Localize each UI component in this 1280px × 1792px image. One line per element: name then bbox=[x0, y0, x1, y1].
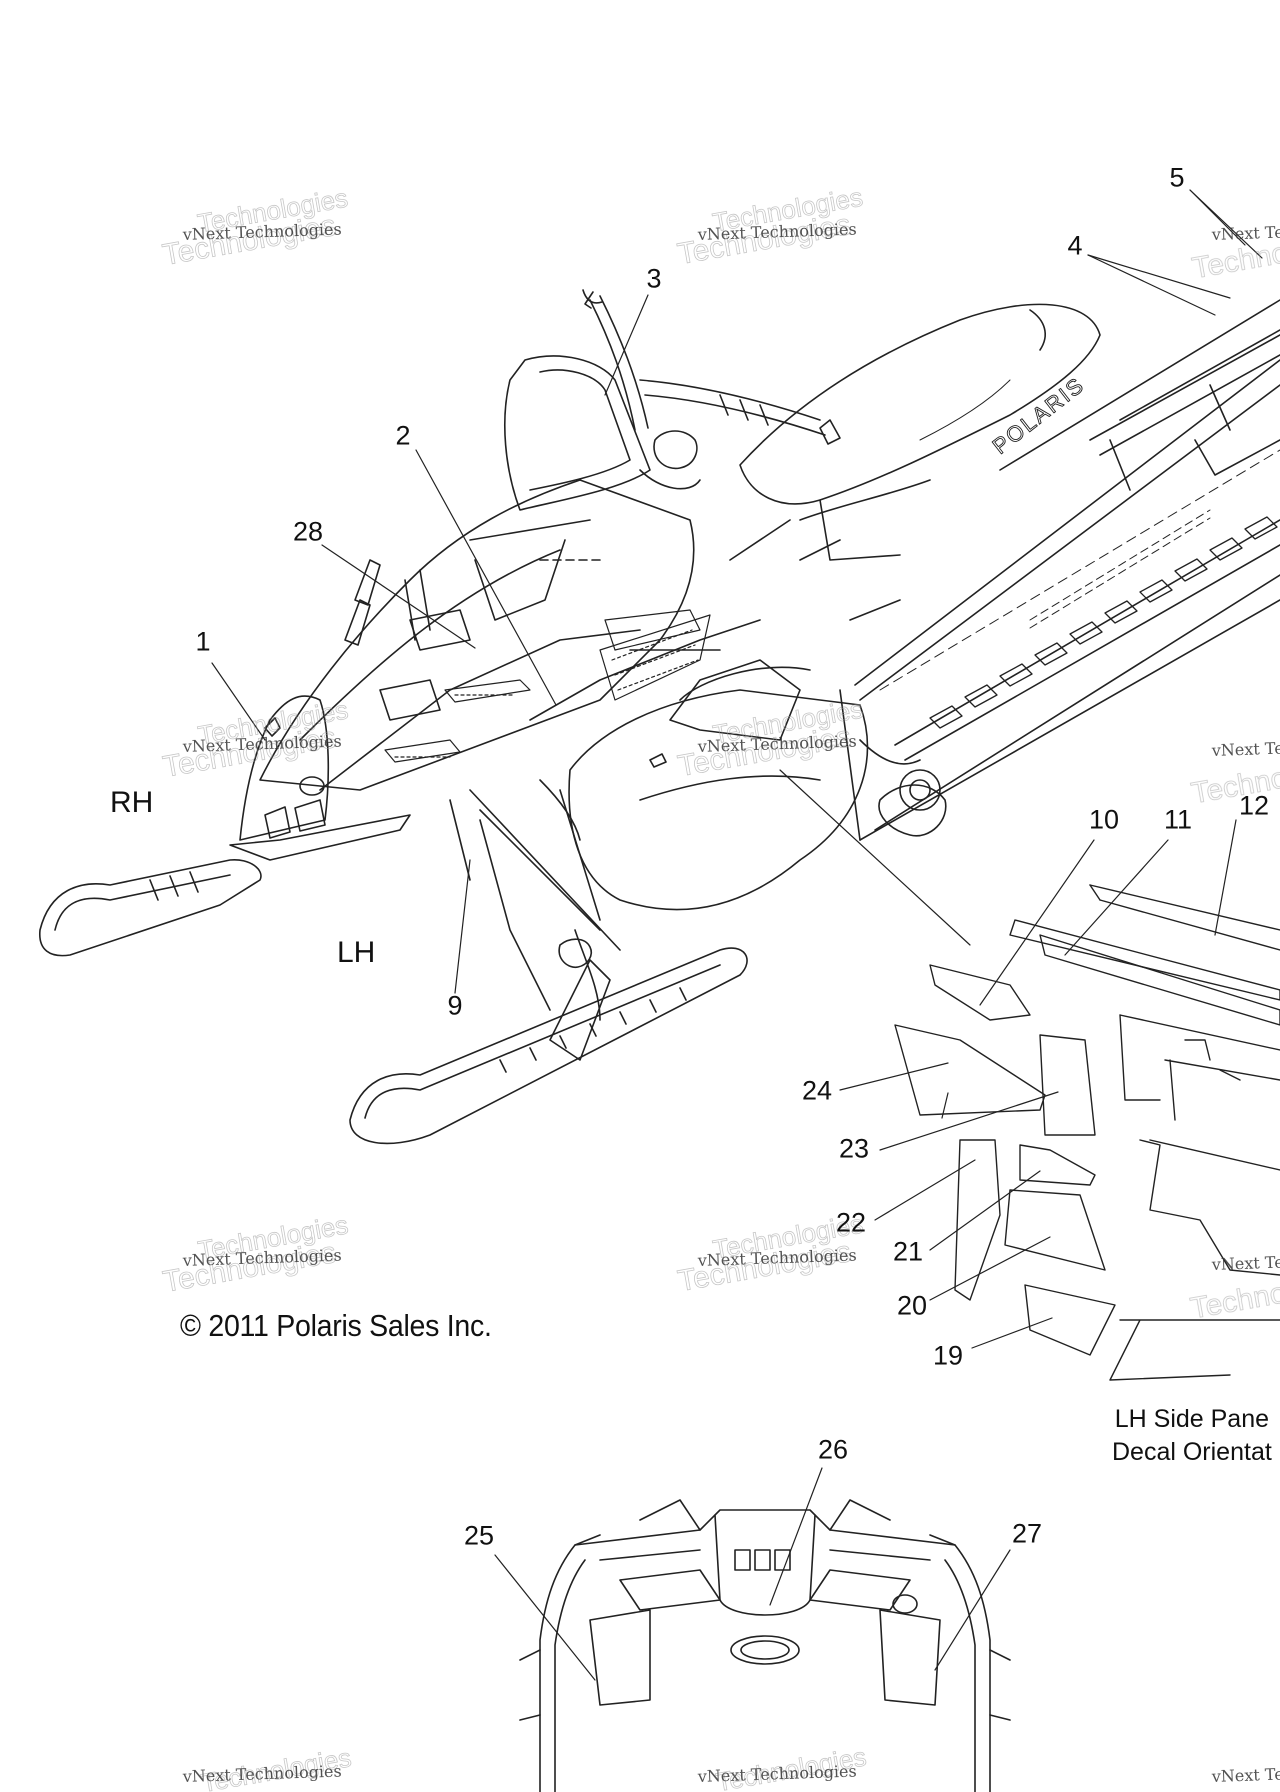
front-view bbox=[519, 1499, 1011, 1792]
windshield bbox=[504, 355, 651, 511]
callout-4: 4 bbox=[1067, 230, 1083, 261]
callout-22: 22 bbox=[835, 1207, 867, 1238]
watermark-small-text: vNext Technologies bbox=[181, 1761, 342, 1786]
front-suspension bbox=[449, 779, 621, 1021]
callout-23: 23 bbox=[838, 1133, 870, 1164]
callout-26: 26 bbox=[817, 1434, 849, 1465]
callout-28: 28 bbox=[292, 516, 324, 547]
watermark-small-text: vNext Technologies bbox=[1210, 219, 1280, 244]
callout-10: 10 bbox=[1088, 804, 1120, 835]
rear-rack bbox=[1089, 334, 1280, 491]
orientation-line-1: LH Side Pane bbox=[1114, 1405, 1270, 1433]
leader-lines bbox=[211, 189, 1263, 1681]
callout-1: 1 bbox=[195, 626, 211, 657]
callout-25: 25 bbox=[463, 1520, 495, 1551]
callout-24: 24 bbox=[801, 1075, 833, 1106]
decal-orientation-note: LH Side Pane Decal Orientat bbox=[1112, 1403, 1272, 1469]
callout-20: 20 bbox=[896, 1290, 928, 1321]
callout-5: 5 bbox=[1169, 162, 1185, 193]
tunnel bbox=[839, 299, 1280, 841]
watermark-small-text: vNext Technologies bbox=[1210, 735, 1280, 760]
watermark-small-text: vNext Technologies bbox=[1210, 1761, 1280, 1786]
watermark-small-text: vNext Technologies bbox=[1210, 1249, 1280, 1274]
copyright: © 2011 Polaris Sales Inc. bbox=[180, 1308, 492, 1343]
seat: POLARIS bbox=[739, 303, 1101, 561]
right-ski bbox=[39, 859, 262, 957]
callout-9: 9 bbox=[447, 990, 463, 1021]
rh-label: RH bbox=[110, 786, 154, 819]
running-board-slots bbox=[879, 449, 1280, 729]
handlebar bbox=[582, 289, 841, 490]
hood-vents bbox=[384, 609, 711, 763]
lh-label: LH bbox=[337, 936, 376, 969]
callout-11: 11 bbox=[1163, 804, 1193, 835]
callout-27: 27 bbox=[1011, 1518, 1043, 1549]
orientation-line-2: Decal Orientat bbox=[1112, 1438, 1272, 1466]
idler-wheel bbox=[899, 769, 941, 811]
callout-19: 19 bbox=[932, 1340, 964, 1371]
callout-2: 2 bbox=[395, 420, 411, 451]
left-ski bbox=[349, 947, 748, 1145]
callout-21: 21 bbox=[892, 1236, 924, 1267]
watermark-small-text: vNext Technologies bbox=[696, 1761, 857, 1786]
nose bbox=[229, 695, 411, 861]
hood bbox=[259, 479, 761, 791]
callout-3: 3 bbox=[646, 263, 662, 294]
callout-12: 12 bbox=[1238, 790, 1270, 821]
